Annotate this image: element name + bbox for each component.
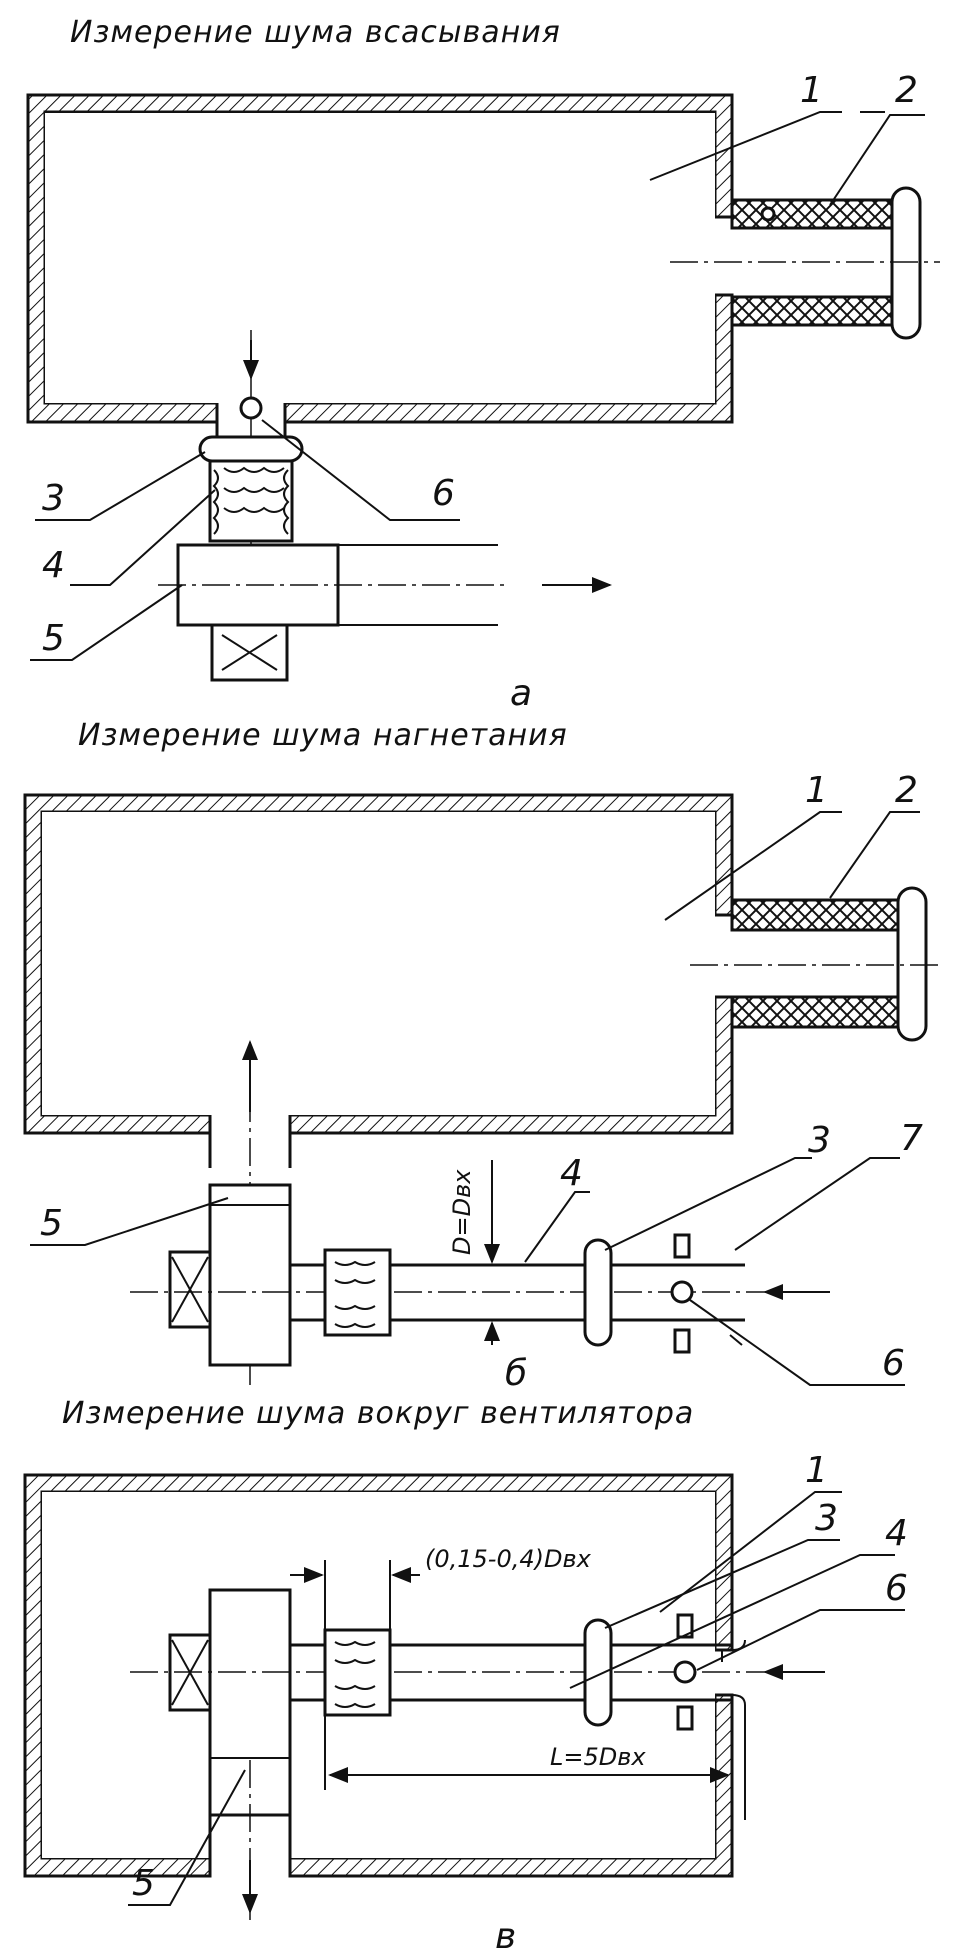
flange-ring-c bbox=[583, 1618, 613, 1727]
label-a-2: 2 bbox=[895, 70, 918, 111]
dim-c-gap-label: (0,15-0,4)Dвх bbox=[425, 1545, 592, 1573]
flange-a bbox=[890, 186, 922, 340]
motor-b bbox=[168, 1250, 212, 1329]
label-c-4: 4 bbox=[885, 1513, 908, 1554]
tab-b-top bbox=[673, 1233, 691, 1259]
label-b-6: 6 bbox=[882, 1343, 905, 1384]
label-b-3: 3 bbox=[808, 1120, 831, 1161]
label-c-1: 1 bbox=[805, 1450, 828, 1491]
label-a-1: 1 bbox=[800, 70, 823, 111]
label-b-1: 1 bbox=[805, 770, 828, 811]
title-c: Измерение шума вокруг вентилятора bbox=[62, 1396, 694, 1431]
subfig-b: б bbox=[505, 1353, 527, 1394]
dim-c-length-label: L=5Dвх bbox=[550, 1743, 646, 1771]
label-a-5: 5 bbox=[42, 618, 65, 659]
figure-b: Измерение шума нагнетания bbox=[23, 718, 940, 1394]
muffler-a-top bbox=[730, 198, 894, 230]
mic-c bbox=[673, 1660, 697, 1684]
label-a-3: 3 bbox=[42, 478, 65, 519]
label-b-7: 7 bbox=[900, 1118, 923, 1159]
subfig-a: а bbox=[510, 673, 532, 714]
bellows-a bbox=[208, 459, 294, 543]
mic-b bbox=[670, 1280, 694, 1304]
label-b-4: 4 bbox=[560, 1153, 583, 1194]
label-a-4: 4 bbox=[42, 545, 65, 586]
label-a-6: 6 bbox=[432, 473, 455, 514]
mic-a bbox=[239, 396, 263, 420]
subfig-c: в bbox=[495, 1916, 516, 1957]
label-c-6: 6 bbox=[885, 1568, 908, 1609]
label-c-5: 5 bbox=[132, 1863, 155, 1904]
tab-b-bottom bbox=[673, 1328, 691, 1354]
flange-ring-b bbox=[583, 1238, 613, 1347]
title-a: Измерение шума всасывания bbox=[70, 15, 561, 50]
dim-b-label: D=Dвх bbox=[448, 1169, 476, 1255]
label-b-2: 2 bbox=[895, 770, 918, 811]
title-b: Измерение шума нагнетания bbox=[78, 718, 568, 753]
figure-a: Измерение шума всасывания bbox=[26, 15, 940, 714]
label-b-5: 5 bbox=[40, 1203, 63, 1244]
motor-a bbox=[210, 623, 289, 682]
bellows-c bbox=[323, 1628, 392, 1717]
tab-c-top bbox=[676, 1613, 694, 1639]
muffler-b-top bbox=[730, 898, 904, 932]
flange-ring-a bbox=[198, 435, 304, 463]
flange-b bbox=[896, 886, 928, 1042]
figure-c: Измерение шума вокруг вентилятора bbox=[23, 1396, 908, 1957]
muffler-a-bottom bbox=[730, 295, 894, 327]
tab-c-bottom bbox=[676, 1705, 694, 1731]
label-c-3: 3 bbox=[815, 1498, 838, 1539]
bellows-b bbox=[323, 1248, 392, 1337]
fan-b bbox=[208, 1183, 292, 1367]
muffler-b-bottom bbox=[730, 995, 904, 1029]
mic-a-outlet bbox=[760, 206, 776, 222]
